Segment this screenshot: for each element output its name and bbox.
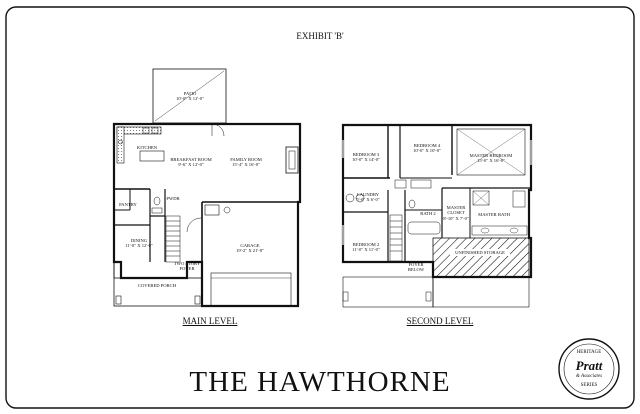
room-label-bath-2: BATH 2 [420,211,436,216]
second-stairs [389,214,403,262]
second-level-caption: SECOND LEVEL [406,316,474,326]
covered-porch-outline [113,277,203,307]
room-label-porch: COVERED PORCH [137,283,177,288]
seal-brand: Pratt [575,358,603,373]
seal-line-associates: & Associates [575,374,603,379]
main-level-plan [112,68,302,308]
room-label-pwdr: PWDR [166,196,180,201]
seal-line-series: SERIES [580,383,598,388]
room-label-pantry: PANTRY [119,202,137,207]
room-label-foyer-below: FOYER BELOW [407,262,425,273]
room-label-master-bath: MASTER BATH [478,212,510,217]
second-level-plan [341,123,533,308]
second-house-outline [341,123,533,279]
plan-title: THE HAWTHORNE [189,366,451,398]
room-label-foyer: TWO STORY FOYER [173,261,201,272]
heritage-series-seal-graphic [558,338,620,400]
unfinished-storage-area [432,237,530,278]
main-stairs [165,215,181,263]
exhibit-label: EXHIBIT 'B' [296,31,344,41]
room-label-storage: UNFINISHED STORAGE [450,249,510,257]
sheet-border [5,6,635,409]
room-label-kitchen: KITCHEN [136,145,158,150]
heritage-series-seal: HERITAGE Pratt & Associates SERIES [556,336,622,402]
main-level-caption: MAIN LEVEL [182,316,238,326]
seal-line-heritage: HERITAGE [576,350,602,355]
